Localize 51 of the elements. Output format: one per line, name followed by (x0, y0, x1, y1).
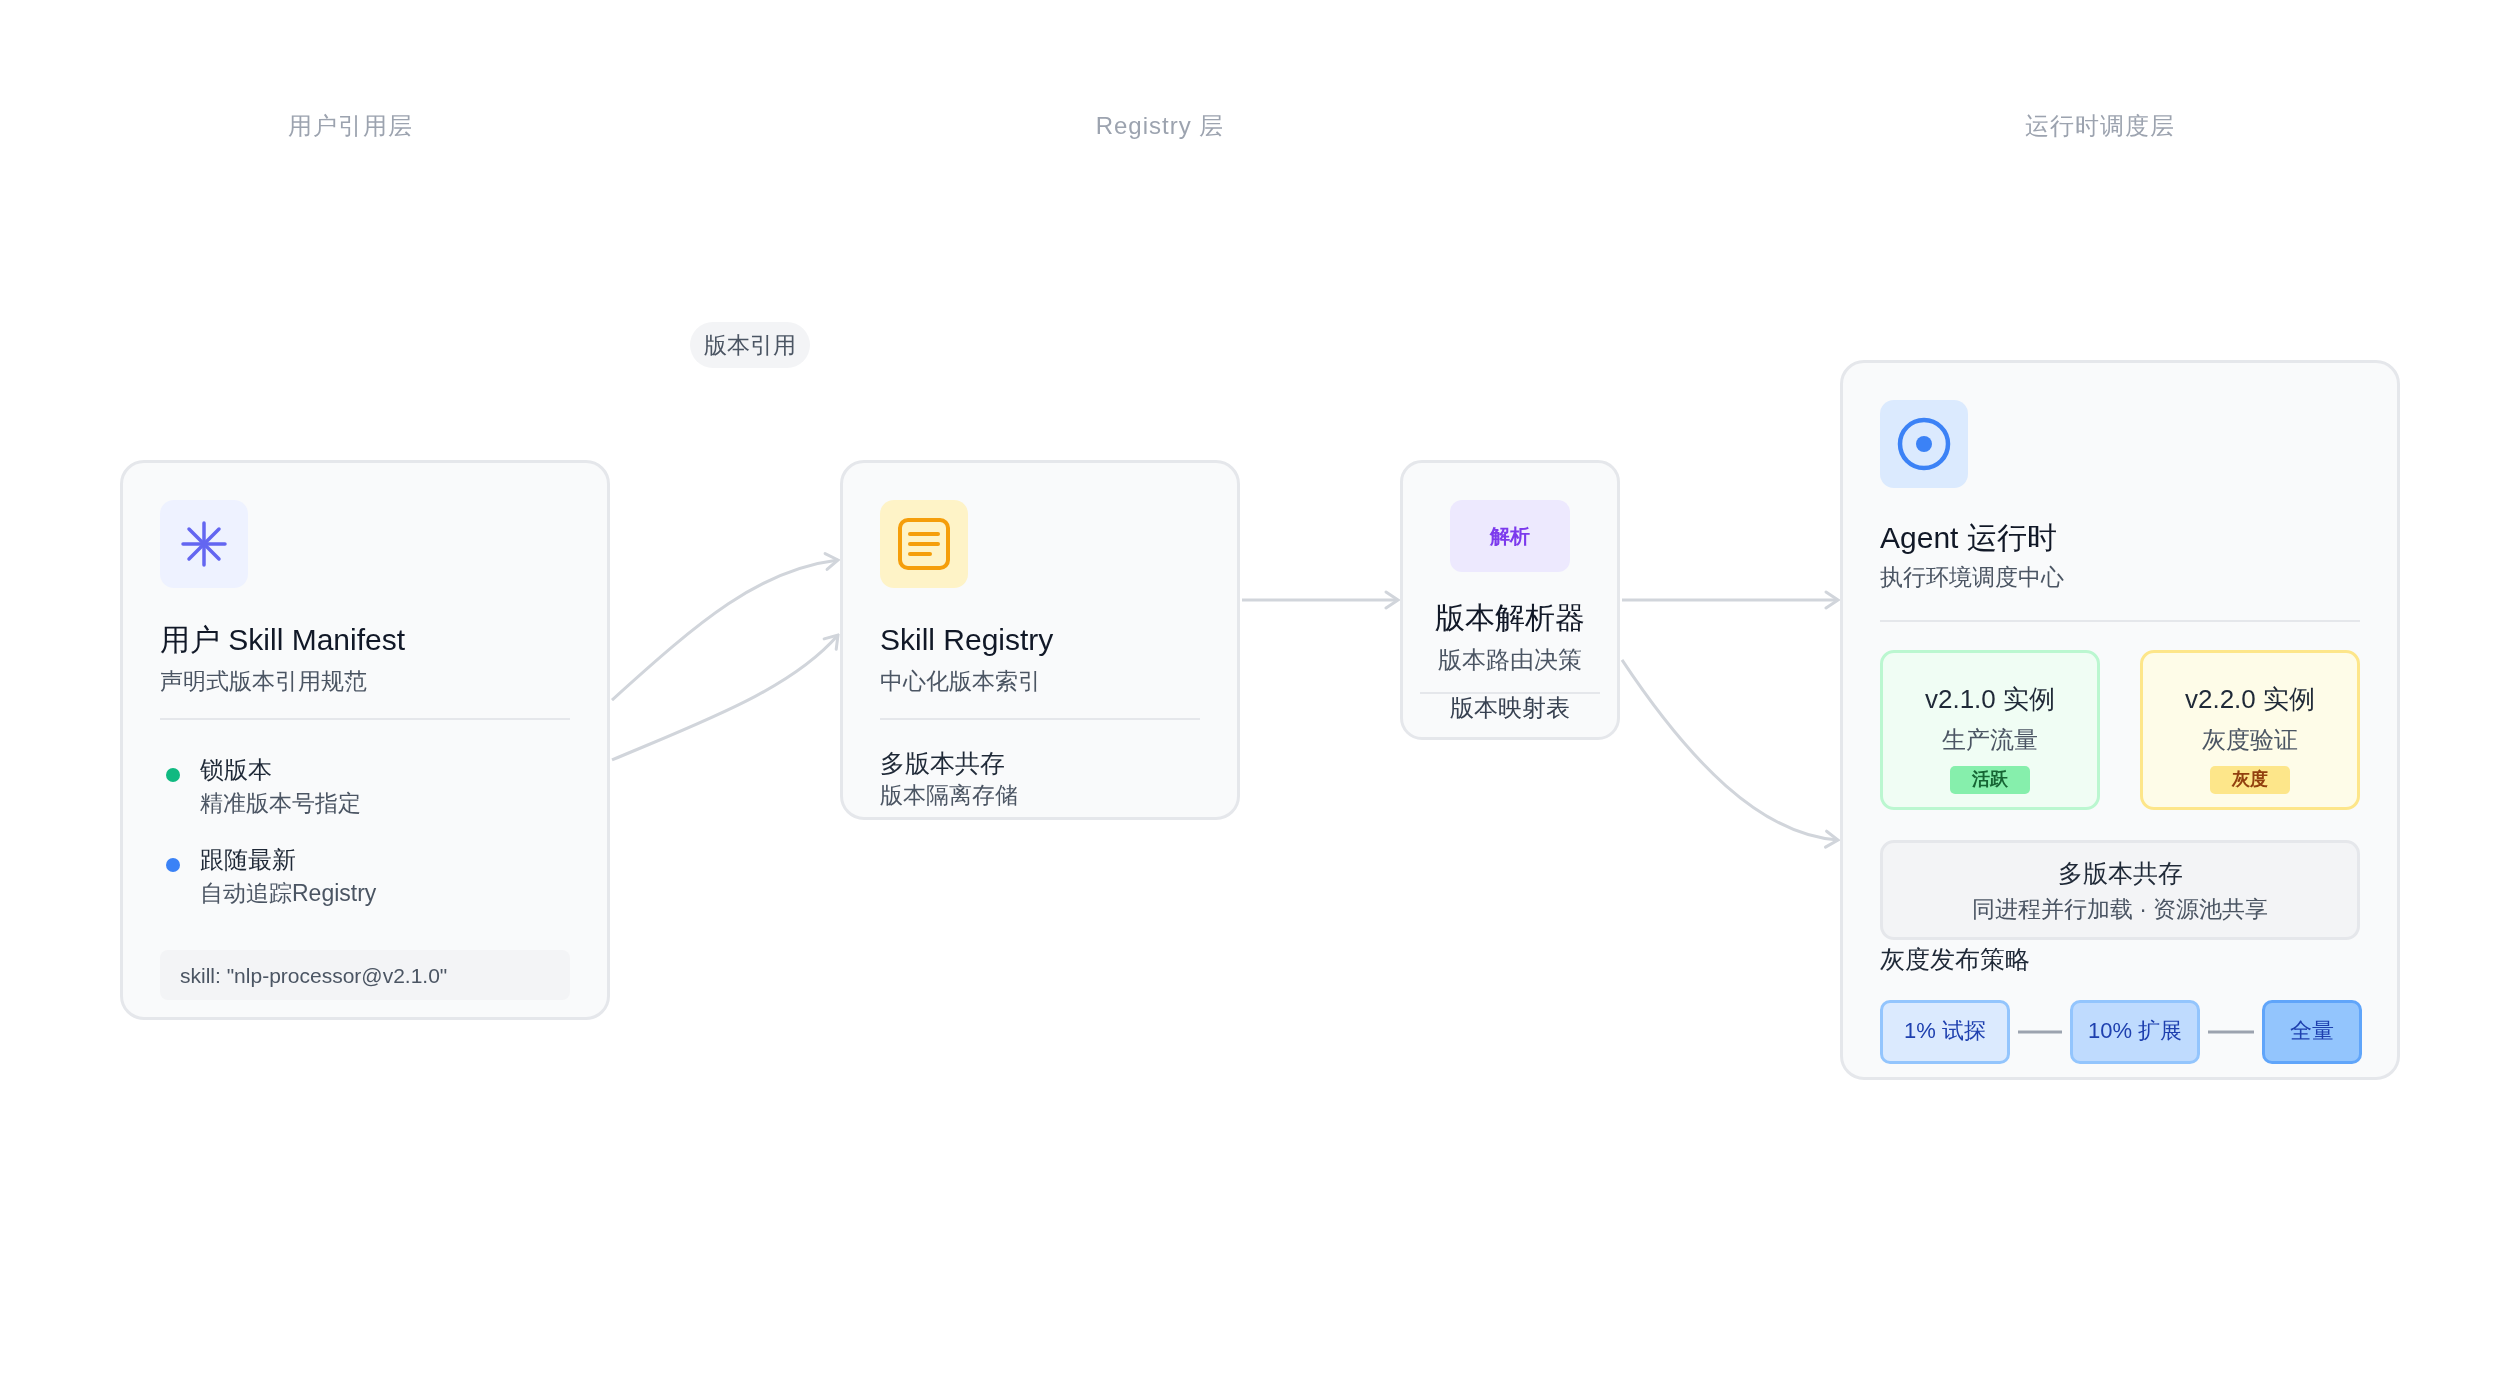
connector-line (2208, 1030, 2254, 1034)
arrow (1620, 659, 1840, 848)
stage-label: 10% 扩展 (2087, 1018, 2183, 1045)
info-title: 多版本共存 (2057, 858, 2183, 888)
stage-label: 全量 (2290, 1018, 2334, 1045)
section-heading: 灰度发布策略 (1880, 944, 2030, 974)
stage-label: 1% 试探 (1904, 1018, 1986, 1045)
code-text: skill: "nlp-processor@v2.1.0" (180, 963, 448, 989)
stage-box (2070, 1000, 2200, 1064)
card-title: 版本解析器 (1435, 600, 1585, 636)
option-description: 精准版本号指定 (200, 790, 361, 818)
instance-description: 生产流量 (1942, 726, 2038, 755)
stage-box (1880, 1000, 2010, 1064)
arrow (611, 633, 840, 762)
tag-label: 版本引用 (704, 332, 796, 360)
resolver-card (1400, 460, 1620, 740)
card-subtitle: 中心化版本索引 (880, 668, 1041, 696)
badge-label: 活跃 (1972, 769, 2008, 791)
option-title: 锁版本 (200, 756, 272, 785)
arrow (611, 552, 840, 702)
arrow (1622, 590, 1840, 610)
card-subtitle: 版本路由决策 (1438, 646, 1582, 675)
card-title: Skill Registry (880, 622, 1054, 658)
instance-title: v2.1.0 实例 (1924, 684, 2056, 716)
badge-label: 灰度 (2232, 769, 2268, 791)
manifest-card (120, 460, 610, 1020)
instance-box (2140, 650, 2360, 810)
status-badge (2210, 766, 2290, 794)
arrow (1242, 590, 1400, 610)
runtime-card (1840, 360, 2400, 1080)
instance-box (1880, 650, 2100, 810)
info-description: 同进程并行加载 · 资源池共享 (1971, 896, 2269, 924)
connector-line (2018, 1030, 2062, 1034)
column-heading: Registry 层 (1095, 112, 1225, 141)
card-subtitle: 执行环境调度中心 (1880, 564, 2064, 592)
instance-description: 灰度验证 (2202, 726, 2298, 755)
card-title: Agent 运行时 (1880, 520, 2057, 556)
column-heading: 用户引用层 (287, 112, 413, 141)
stage-box (2262, 1000, 2362, 1064)
registry-card (840, 460, 1240, 820)
option-title: 跟随最新 (200, 846, 296, 875)
feature-title: 多版本共存 (880, 748, 1005, 778)
instance-title: v2.2.0 实例 (2184, 684, 2316, 716)
card-subtitle: 声明式版本引用规范 (160, 668, 367, 696)
card-title: 用户 Skill Manifest (160, 622, 406, 658)
card-footnote: 版本映射表 (1450, 694, 1570, 723)
option-description: 自动追踪Registry (200, 880, 377, 908)
feature-description: 版本隔离存储 (880, 782, 1018, 810)
badge-label: 解析 (1490, 524, 1530, 548)
column-heading: 运行时调度层 (2025, 112, 2175, 141)
status-badge (1950, 766, 2030, 794)
